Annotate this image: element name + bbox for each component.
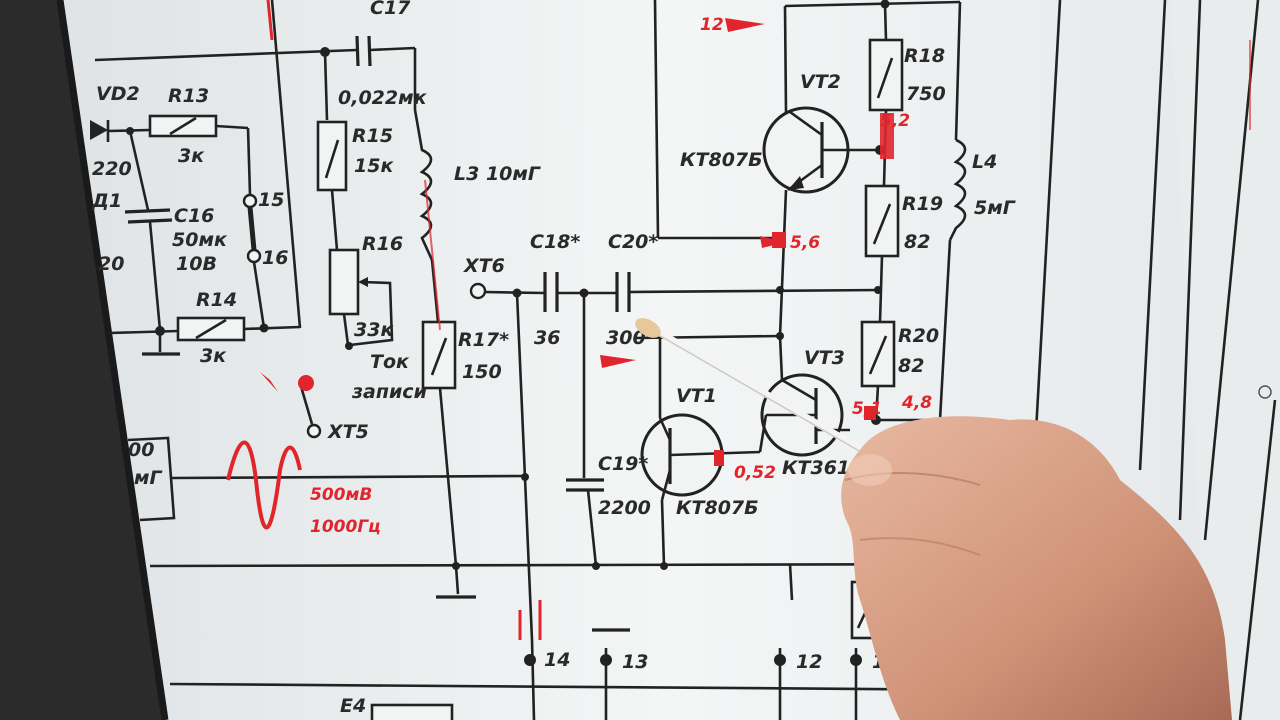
label-vt1-type: КТ807Б [676, 497, 759, 519]
label-vd2: VD2 [96, 83, 140, 105]
annotation-12v: 12 [700, 15, 724, 35]
label-r13-value: 3к [178, 145, 205, 167]
label-r18: R18 [904, 45, 945, 67]
label-220: 220 [92, 158, 132, 180]
label-l4: L4 [972, 151, 997, 173]
label-20: 20 [98, 253, 124, 275]
label-r20-value: 82 [898, 355, 924, 377]
label-r19-value: 82 [904, 231, 930, 253]
label-d1: Д1 [91, 190, 122, 212]
label-c17: C17 [370, 0, 411, 19]
label-r15-value: 15к [354, 155, 394, 177]
label-pin12: 12 [796, 651, 822, 673]
cursor-icon [1258, 385, 1272, 399]
label-c18-value: 36 [534, 327, 560, 349]
label-pin16: 16 [262, 247, 288, 269]
label-r17-value: 150 [462, 361, 502, 383]
hand-with-pointer [635, 318, 1232, 720]
label-c19-value: 2200 [598, 497, 651, 519]
annotation-0-52: 0,52 [734, 463, 776, 483]
label-r13: R13 [168, 85, 209, 107]
annotation-5-6: 5,6 [790, 233, 820, 253]
label-r17: R17* [458, 329, 509, 351]
annotation-5-2: 5,2 [880, 111, 910, 131]
label-r15: R15 [352, 125, 393, 147]
label-c16-volt: 10В [176, 253, 217, 275]
label-c16: C16 [174, 205, 214, 227]
label-r19: R19 [902, 193, 943, 215]
label-r14: R14 [196, 289, 237, 311]
frame-right-3 [1178, 0, 1202, 521]
frame-right-5 [1238, 399, 1277, 720]
label-pin14: 14 [544, 649, 570, 671]
label-zapisi: записи [351, 381, 427, 403]
annotation-4-8: 4,8 [901, 393, 932, 413]
label-vt3-type: КТ361Г [782, 457, 863, 479]
input-coupling [469, 272, 882, 641]
label-left-box-unit: мГ [134, 467, 163, 489]
swab-stick [644, 322, 884, 464]
label-c17-value: 0,022мк [338, 87, 428, 109]
label-left-box-top: 00 [128, 439, 154, 461]
label-r16: R16 [362, 233, 403, 255]
label-r16-value: 33к [354, 319, 394, 341]
red-annotations [226, 0, 1251, 640]
label-pin13: 13 [622, 651, 648, 673]
left-section [90, 0, 1011, 720]
vt2-stage [653, 0, 967, 425]
dark-left-edge [0, 0, 170, 720]
label-l3: L3 10мГ [454, 163, 541, 185]
label-c20-value: 300 [606, 327, 646, 349]
frame-left [56, 0, 169, 720]
right-paper-edge [1170, 0, 1280, 720]
label-c16-cap: 50мк [172, 229, 228, 251]
label-c18: C18* [530, 231, 580, 253]
annotation-signal-frequency: 1000Гц [310, 517, 381, 537]
annotation-5-1: 5,1 [852, 399, 882, 419]
label-xt5: XT5 [327, 421, 369, 443]
label-c20: C20* [608, 231, 658, 253]
label-vt1: VT1 [676, 385, 717, 407]
label-e4: E4 [340, 695, 366, 717]
hand-icon [841, 416, 1232, 720]
label-pin15: 15 [258, 189, 284, 211]
label-c19: C19* [598, 453, 648, 475]
label-vt2-type: КТ807Б [680, 149, 763, 171]
label-xt6: XT6 [463, 255, 505, 277]
annotation-signal-amplitude: 500мВ [310, 485, 372, 505]
swab-tip [635, 318, 661, 338]
red-values: 12 5,2 5,6 4,8 5,1 0,52 500мВ 1000Гц [310, 15, 932, 537]
label-tok: Ток [370, 351, 410, 373]
label-vt3: VT3 [804, 347, 845, 369]
label-r18-value: 750 [906, 83, 946, 105]
label-l4-value: 5мГ [974, 197, 1016, 219]
label-r14-value: 3к [200, 345, 227, 367]
label-r20: R20 [898, 325, 939, 347]
frame-right-2 [1138, 0, 1167, 471]
label-vt2: VT2 [800, 71, 841, 93]
